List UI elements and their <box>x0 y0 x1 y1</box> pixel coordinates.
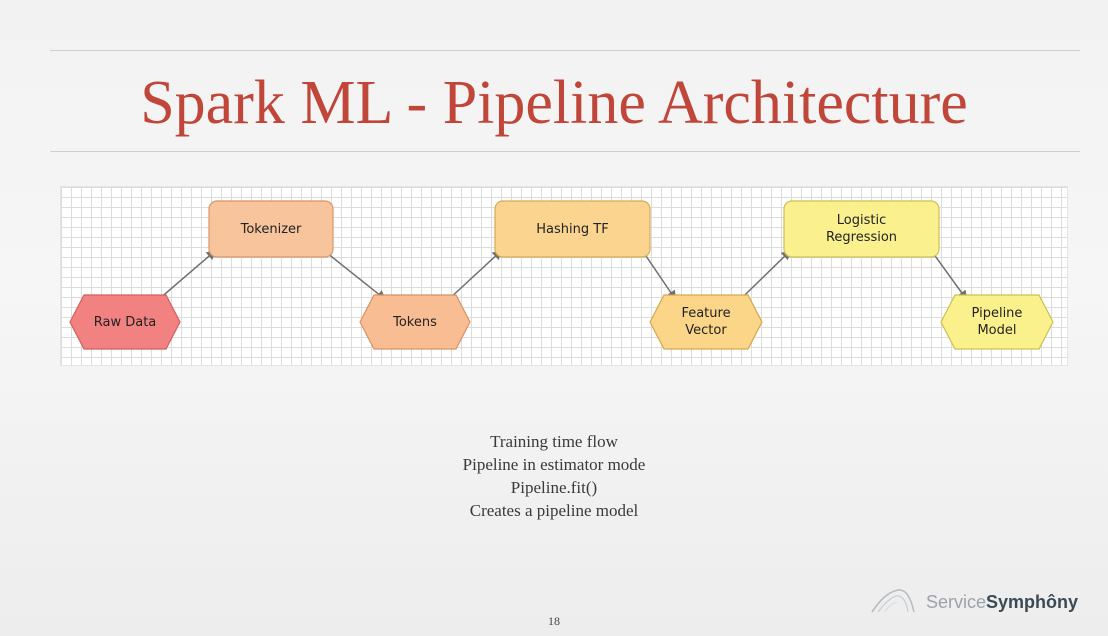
raw-data-data-hexagon <box>69 294 181 350</box>
pipeline-model-label: Pipeline Model <box>971 306 1023 338</box>
logo-text-light: Service <box>926 592 987 612</box>
feature-vector-data-hexagon <box>649 294 763 350</box>
hashing-tf-label: Hashing TF <box>536 221 609 237</box>
caption-line: Training time flow <box>490 432 618 451</box>
service-symphony-logo: ServiceSymphôny <box>868 586 1108 616</box>
tokens-data-hexagon <box>359 294 471 350</box>
caption-line: Pipeline.fit() <box>510 478 598 497</box>
slide-title: Spark ML - Pipeline Architecture <box>140 69 968 137</box>
flow-arrow-raw-data-to-tokenizer <box>158 249 217 300</box>
title-bottom-rule <box>50 151 1080 152</box>
caption-line: Pipeline in estimator mode <box>462 455 646 474</box>
flow-arrow-tokenizer-to-tokens <box>326 252 387 301</box>
tokens-label: Tokens <box>393 314 437 330</box>
flow-arrow-tokens-to-hashing-tf <box>448 249 503 300</box>
slide-caption: Training time flow Pipeline in estimator… <box>0 430 1108 522</box>
hashing-tf-stage-box <box>494 200 651 258</box>
flow-shapes <box>69 200 1054 350</box>
title-top-rule <box>50 50 1080 51</box>
tokenizer-stage-box <box>208 200 334 258</box>
logistic-regression-label: Logistic Regression <box>825 213 898 245</box>
pipeline-diagram-canvas <box>69 200 1054 350</box>
flow-arrow-feature-vector-to-logistic-regression <box>740 249 792 300</box>
logo-text-bold: Symphôny <box>986 592 1079 612</box>
raw-data-label: Raw Data <box>93 314 157 330</box>
page-number: 18 <box>548 614 560 628</box>
pipeline-model-data-hexagon <box>940 294 1054 350</box>
tokenizer-label: Tokenizer <box>240 221 302 237</box>
flow-arrows <box>158 249 968 301</box>
feature-vector-label: Feature Vector <box>681 306 731 338</box>
flow-arrow-logistic-regression-to-pipeline-model <box>932 252 968 301</box>
mountain-arc-logo-icon <box>871 589 915 613</box>
caption-line: Creates a pipeline model <box>469 501 639 520</box>
flow-arrow-hashing-tf-to-feature-vector <box>643 252 677 301</box>
logistic-regression-stage-box <box>783 200 940 258</box>
logo-wordmark: ServiceSymphôny <box>926 591 1078 613</box>
